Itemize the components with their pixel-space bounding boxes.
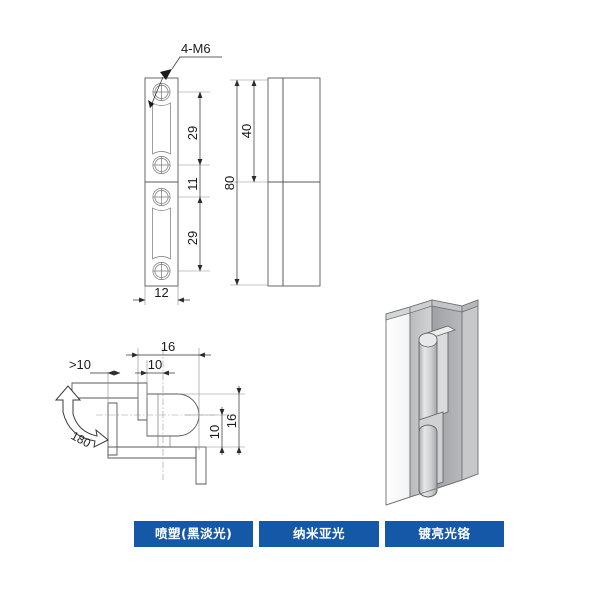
svg-text:80: 80 xyxy=(222,176,237,190)
dimension-10-vertical: 10 xyxy=(207,407,225,455)
finish-options-bar: 喷塑(黑淡光) 纳米亚光 镀亮光铬 xyxy=(134,521,504,547)
rotation-180-label: 180 xyxy=(69,429,94,451)
front-view-lower-pocket xyxy=(152,207,171,260)
front-view-hole-2 xyxy=(152,156,171,174)
front-view-hole-1 xyxy=(152,83,171,101)
dimension-12: 12 xyxy=(133,285,190,305)
svg-text:>10: >10 xyxy=(69,357,91,372)
svg-text:12: 12 xyxy=(154,285,168,300)
front-view-hole-4 xyxy=(152,262,171,280)
section-frame-vert xyxy=(107,402,118,456)
rotation-180-arrow: 180 xyxy=(54,385,109,451)
section-upper-flange xyxy=(71,382,139,399)
callout-4-M6-leader xyxy=(148,56,222,109)
finish-option-powder-coat[interactable]: 喷塑(黑淡光) xyxy=(134,521,254,547)
svg-text:40: 40 xyxy=(239,124,254,138)
front-view-hole-3 xyxy=(152,188,171,206)
front-view-upper-pocket xyxy=(152,102,171,155)
side-view-upper-back xyxy=(282,77,321,183)
front-view-lower-leaf xyxy=(144,181,179,287)
section-view: 16 10 >10 xyxy=(54,339,245,485)
dimension-gt10: >10 xyxy=(69,357,121,376)
side-view: 40 80 xyxy=(222,77,321,287)
side-view-lower-front xyxy=(267,181,284,287)
callout-4-M6-label: 4-M6 xyxy=(181,41,211,56)
iso-hinge-lower-barrel xyxy=(418,424,438,498)
dimension-16-horizontal: 16 xyxy=(126,339,211,358)
finish-option-bright-chrome[interactable]: 镀亮光铬 xyxy=(384,521,504,547)
svg-text:10: 10 xyxy=(207,425,222,439)
svg-text:10: 10 xyxy=(148,357,162,372)
svg-text:16: 16 xyxy=(224,414,239,428)
iso-bottom-edge xyxy=(385,473,479,506)
dimension-11: 11 xyxy=(185,165,201,197)
iso-jamb-top xyxy=(461,299,479,313)
svg-text:29: 29 xyxy=(185,126,200,140)
finish-option-nano-matte[interactable]: 纳米亚光 xyxy=(259,521,379,547)
section-upper-leaf-vert xyxy=(137,382,148,421)
isometric-render xyxy=(385,299,479,506)
iso-hinge-upper-barrel-cap xyxy=(418,332,438,348)
svg-text:11: 11 xyxy=(185,177,200,191)
side-view-lower-back xyxy=(282,181,321,287)
iso-jamb-face xyxy=(461,299,479,481)
dimension-16-vertical: 16 xyxy=(224,386,242,455)
front-view: 4-M6 29 11 29 xyxy=(133,41,222,305)
svg-text:29: 29 xyxy=(185,231,200,245)
svg-text:16: 16 xyxy=(161,339,175,354)
section-frame-flange xyxy=(107,446,197,459)
section-frame-tail xyxy=(195,446,207,485)
iso-hinge-lower-barrel-bottom xyxy=(418,489,438,498)
side-view-upper-front xyxy=(267,77,284,183)
dimension-29-upper: 29 xyxy=(185,91,203,166)
dimension-80: 80 xyxy=(222,79,240,286)
dimension-10-horizontal: 10 xyxy=(135,357,175,376)
iso-door-panel-front xyxy=(385,306,411,506)
dimension-29-lower: 29 xyxy=(185,196,203,272)
dimension-40: 40 xyxy=(239,79,257,183)
